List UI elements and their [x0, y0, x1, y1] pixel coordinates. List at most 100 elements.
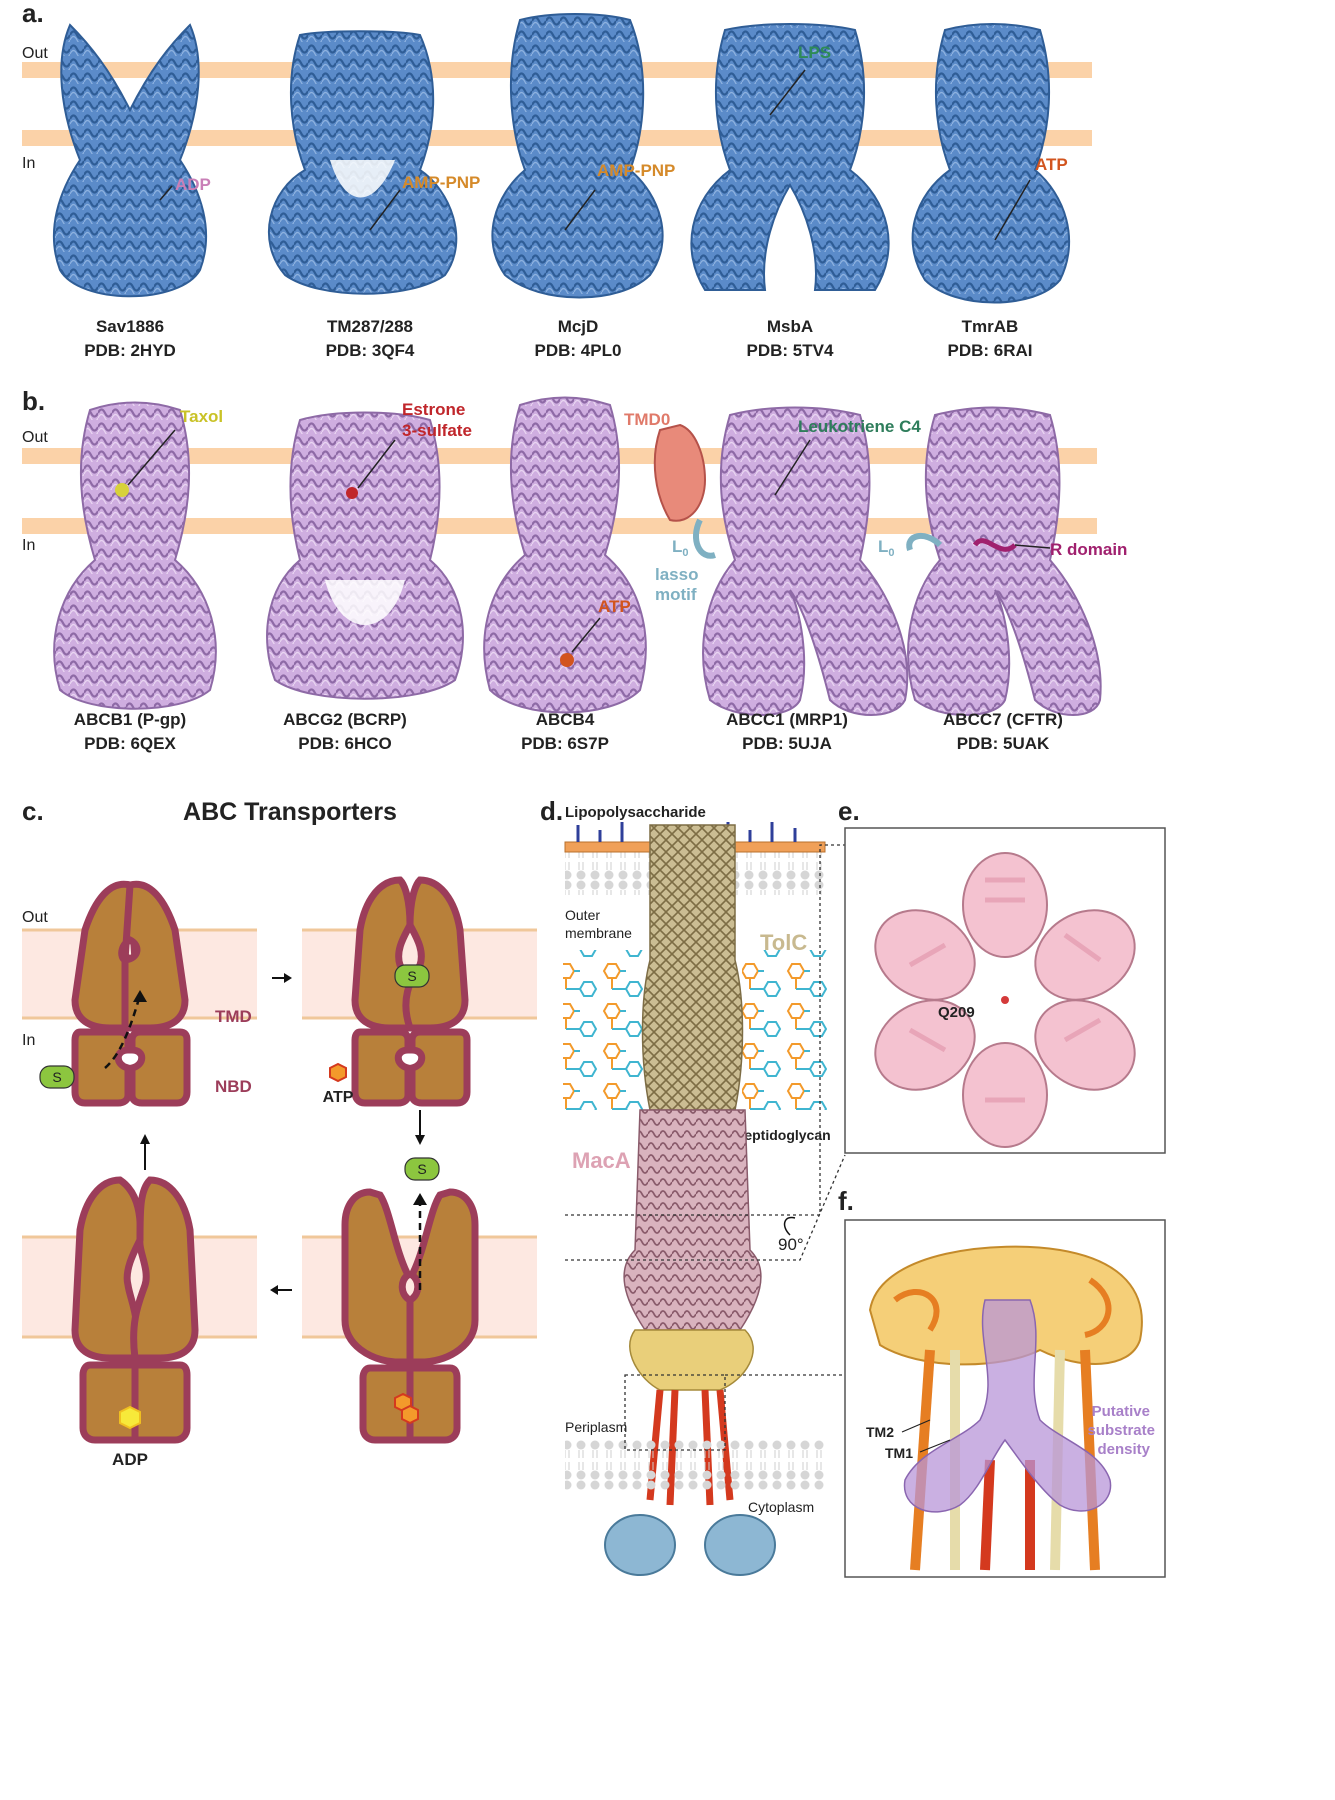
tmd0-domain: [653, 423, 707, 522]
protein-abcc7: [906, 406, 1102, 716]
peptidoglycan-left: [563, 950, 653, 1110]
caption-pdb: PDB: 5UAK: [957, 734, 1050, 753]
panel-b-label: b.: [22, 386, 45, 416]
maca-hexamer-ring: [874, 852, 1136, 1148]
maca-structure: [623, 1109, 762, 1331]
tolc-label: TolC: [760, 930, 807, 955]
l0-label-abcc7: L0: [878, 537, 895, 559]
atp-label: ATP: [323, 1089, 354, 1106]
rotation-arrow-icon: [783, 1216, 796, 1236]
panel-b-in-label: In: [22, 537, 35, 554]
panel-d: d. Lipopolysaccharide Outer membrane Pep…: [540, 796, 846, 1576]
tmd0-label: TMD0: [624, 410, 670, 429]
l0-label-abcc1: L0: [672, 537, 689, 559]
protein-abcg2: [266, 411, 464, 700]
zoom-box-f: [624, 1374, 726, 1451]
tm1-label: TM1: [885, 1445, 913, 1461]
ligand-label-lps: LPS: [798, 43, 831, 62]
substrate-path-arrow-in: [104, 994, 142, 1069]
ligand-label-amppnp-2: AMP-PNP: [597, 161, 675, 180]
substrate-label: S: [407, 968, 416, 984]
caption-name: ABCG2 (BCRP): [283, 710, 407, 729]
protein-sav1886: [52, 23, 208, 298]
panel-e-label: e.: [838, 796, 860, 826]
panel-c-label: c.: [22, 796, 44, 826]
ligand-label-leukotriene: Leukotriene C4: [798, 417, 921, 436]
panel-c: c. ABC Transporters Out In: [22, 796, 537, 1469]
panel-a: a. Out In ADP A: [22, 0, 1092, 360]
transporter-state-outward: [341, 1188, 479, 1444]
ligand-label-adp: ADP: [175, 175, 211, 194]
panel-a-label: a.: [22, 0, 44, 28]
substrate-arrow-head: [133, 990, 147, 1002]
beta-strand-marks: [908, 877, 1102, 1103]
guide-to-panel-e-bottom: [565, 1154, 846, 1261]
atp-glyph-bound: [401, 1404, 419, 1425]
panel-f-label: f.: [838, 1186, 854, 1216]
caption-name: McjD: [558, 317, 599, 336]
macb-nbd-left: [604, 1514, 676, 1576]
caption-pdb: PDB: 6QEX: [84, 734, 176, 753]
nbd-label: NBD: [215, 1077, 252, 1096]
protein-tm287-288: [268, 30, 458, 295]
outer-membrane-label-1: Outer: [565, 907, 600, 923]
substrate-glyph: [39, 1065, 75, 1089]
substrate-glyph: [404, 1157, 440, 1181]
protein-mcjd: [491, 13, 664, 299]
panel-c-in-label: In: [22, 1032, 35, 1049]
inner-membrane-lipids: [565, 1440, 825, 1490]
lasso-label-2: motif: [655, 585, 697, 604]
panel-b-out-label: Out: [22, 429, 48, 446]
caption-name: ABCB4: [536, 710, 595, 729]
density-label-2: substrate: [1087, 1422, 1155, 1439]
protein-abcb4: [483, 396, 647, 714]
outer-membrane-label-2: membrane: [565, 925, 632, 941]
transporter-state-occluded: [351, 876, 471, 1107]
maca-label: MacA: [572, 1148, 631, 1173]
panel-c-title: ABC Transporters: [183, 798, 397, 826]
lps-label: Lipopolysaccharide: [565, 804, 706, 821]
caption-pdb: PDB: 4PL0: [535, 341, 622, 360]
substrate-glyph: [394, 964, 430, 988]
caption-name: MsbA: [767, 317, 813, 336]
caption-pdb: PDB: 5TV4: [747, 341, 834, 360]
q209-residue-marker: [1001, 996, 1009, 1004]
ligand-label-taxol: Taxol: [180, 407, 223, 426]
caption-name: ABCC7 (CFTR): [943, 710, 1063, 729]
panel-a-out-label: Out: [22, 45, 48, 62]
transporter-state-inward: [71, 880, 191, 1107]
peptidoglycan-label: Peptidoglycan: [735, 1127, 831, 1143]
transporter-state-adp: [71, 1176, 199, 1444]
density-label-3: density: [1097, 1441, 1150, 1458]
tm-label-leaders: [901, 1419, 951, 1453]
panel-c-out-label: Out: [22, 909, 48, 926]
rotation-label: 90°: [778, 1235, 804, 1254]
panel-b: b. Out In: [22, 386, 1127, 753]
ligand-label-atp-b: ATP: [598, 597, 631, 616]
macb-periplasmic-domain: [629, 1329, 754, 1391]
caption-pdb: PDB: 3QF4: [326, 341, 415, 360]
caption-pdb: PDB: 2HYD: [84, 341, 176, 360]
protein-msba: [690, 23, 890, 291]
panel-a-in-label: In: [22, 155, 35, 172]
density-label-1: Putative: [1092, 1403, 1150, 1420]
adp-glyph: [119, 1405, 141, 1430]
tm2-label: TM2: [866, 1424, 894, 1440]
atp-glyph: [329, 1062, 347, 1083]
ligand-label-estrone-sulfate: 3-sulfate: [402, 421, 472, 440]
substrate-label: S: [52, 1069, 61, 1085]
periplasm-label: Periplasm: [565, 1419, 627, 1435]
macb-orange-loops: [893, 1277, 1112, 1338]
macb-nbd-right: [704, 1514, 776, 1576]
ligand-label-r-domain: R domain: [1050, 540, 1127, 559]
ligand-label-amppnp-1: AMP-PNP: [402, 173, 480, 192]
panel-e: e. Q209: [838, 796, 1166, 1154]
q209-label: Q209: [938, 1004, 975, 1021]
caption-pdb: PDB: 6S7P: [521, 734, 609, 753]
ligand-label-atp-a: ATP: [1035, 155, 1068, 174]
substrate-label: S: [417, 1161, 426, 1177]
caption-name: Sav1886: [96, 317, 164, 336]
tolc-structure: [641, 824, 744, 1111]
caption-pdb: PDB: 6RAI: [947, 341, 1032, 360]
